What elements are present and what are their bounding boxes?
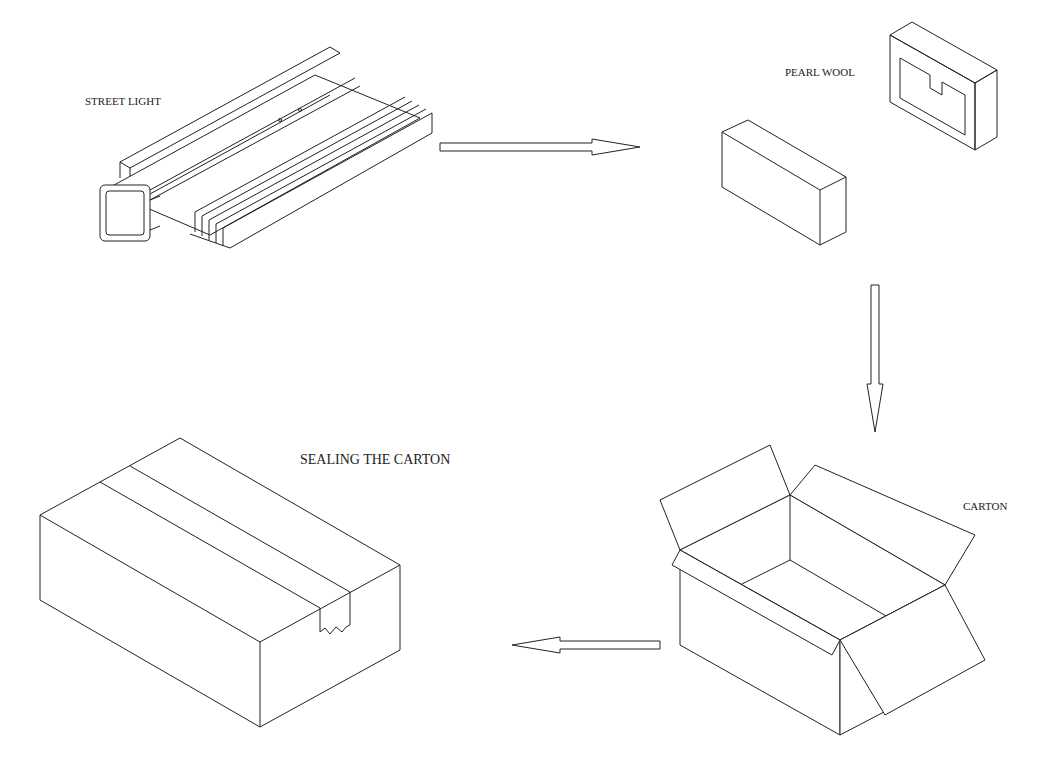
- hollow-arrow: [440, 139, 640, 155]
- pearl-wool-drawing: [722, 22, 997, 245]
- step-label: PEARL WOOL: [785, 66, 855, 78]
- process-step: PEARL WOOL: [640, 5, 1010, 285]
- sealed-carton-drawing: [40, 438, 400, 727]
- hollow-arrow: [512, 637, 660, 653]
- step-label: CARTON: [963, 500, 1007, 512]
- step-label: STREET LIGHT: [85, 95, 161, 107]
- hollow-arrow: [867, 285, 883, 432]
- carton-drawing: [660, 445, 985, 735]
- process-step: SEALING THE CARTON: [35, 430, 512, 730]
- process-step: CARTON: [660, 432, 1030, 742]
- step-label: SEALING THE CARTON: [300, 452, 450, 467]
- street-light-drawing: [100, 47, 432, 248]
- process-step: STREET LIGHT: [80, 25, 440, 245]
